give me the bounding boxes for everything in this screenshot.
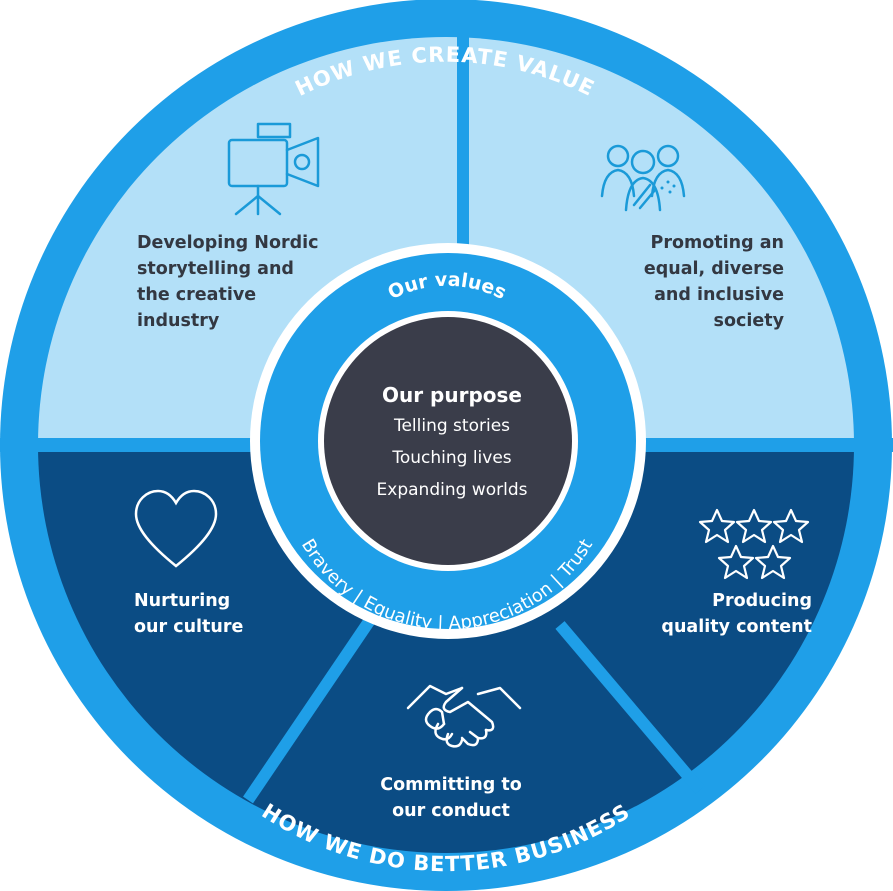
segment-diversity-text: Promoting an equal, diverse and inclusiv… <box>643 233 784 331</box>
handshake-icon <box>406 684 522 748</box>
stars-icon <box>698 508 810 580</box>
purpose-center <box>324 317 572 565</box>
purpose-line: Telling stories <box>393 416 511 436</box>
segment-quality-text: Producing quality content <box>661 591 812 637</box>
diverse-people-icon <box>600 144 686 212</box>
purpose-line: Expanding worlds <box>376 480 528 500</box>
segment-storytelling-text: Developing Nordic storytelling and the c… <box>137 233 319 331</box>
segment-culture-text: Nurturing our culture <box>134 591 244 637</box>
video-camera-icon <box>227 122 320 216</box>
purpose-title: Our purpose <box>381 383 522 407</box>
purpose-block: Our purpose Telling stories Touching liv… <box>352 380 552 506</box>
heart-icon <box>134 489 218 568</box>
vertical-divider <box>457 30 469 280</box>
purpose-line: Touching lives <box>392 448 512 468</box>
lower-divider-left <box>243 616 375 804</box>
lower-segments-fill <box>38 444 854 853</box>
segment-conduct-text: Committing to our conduct <box>380 775 522 821</box>
lower-divider-right <box>555 621 705 794</box>
